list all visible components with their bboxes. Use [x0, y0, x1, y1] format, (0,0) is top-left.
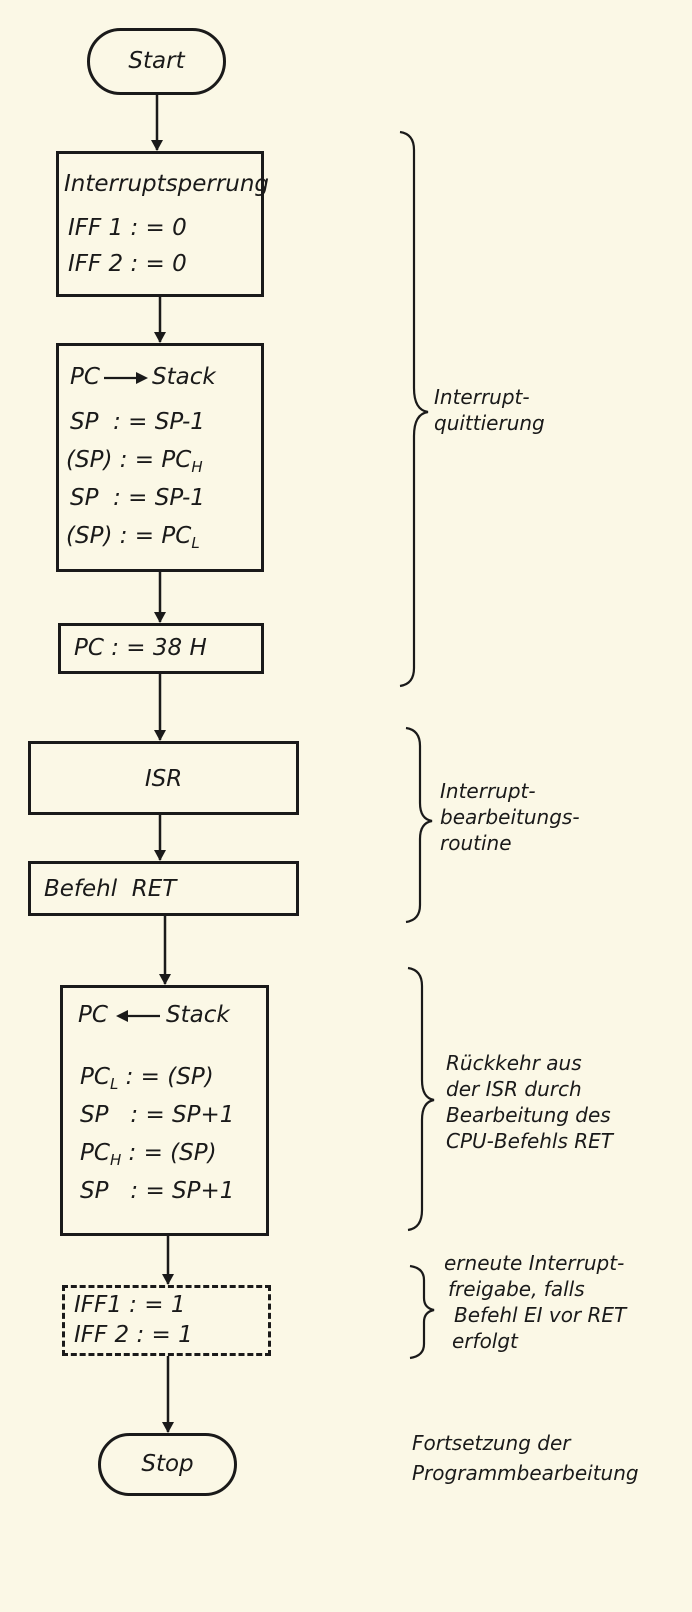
brace-freigabe: [409, 1264, 435, 1360]
stop-terminal: Stop: [98, 1433, 237, 1496]
interrupt-enable-box: [62, 1285, 271, 1356]
note-line: Interrupt-: [434, 385, 530, 409]
isr-label: ISR: [144, 766, 183, 792]
sp-decrement-1: SP : = SP-1: [70, 409, 205, 435]
note-line: freigabe, falls: [448, 1277, 585, 1301]
note-line: Rückkehr aus: [446, 1051, 582, 1075]
note-line: Fortsetzung der: [412, 1431, 571, 1455]
pc-load-label: PC : = 38 H: [74, 635, 207, 661]
note-line: quittierung: [434, 411, 545, 435]
sp-increment-2: SP : = SP+1: [80, 1178, 235, 1204]
stop-label: Stop: [141, 1451, 194, 1477]
start-label: Start: [128, 48, 185, 74]
note-line: CPU-Befehls RET: [446, 1129, 614, 1153]
note-interrupt-routine: Interrupt- bearbeitungs- routine: [440, 778, 580, 856]
note-line: Befehl EI vor RET: [454, 1303, 627, 1327]
note-freigabe: erneute Interrupt- freigabe, falls Befeh…: [444, 1250, 626, 1354]
note-line: erneute Interrupt-: [444, 1251, 625, 1275]
iff1-reset-label: IFF 1 : = 0: [68, 215, 187, 241]
iff2-reset-label: IFF 2 : = 0: [68, 251, 187, 277]
stack-label-2: Stack: [166, 1002, 230, 1028]
start-terminal: Start: [87, 28, 226, 95]
iff2-set-label: IFF 2 : = 1: [74, 1322, 193, 1348]
note-fortsetzung: Fortsetzung der Programmbearbeitung: [412, 1428, 639, 1488]
ret-command-label: Befehl RET: [44, 876, 177, 902]
push-pch-line: (SP) : = PCH: [66, 447, 203, 476]
pc-load-box: [58, 623, 264, 674]
brace-interrupt-quittierung: [399, 130, 429, 688]
pc-label: PC: [70, 364, 100, 390]
note-line: der ISR durch: [446, 1077, 582, 1101]
note-line: bearbeitungs-: [440, 805, 580, 829]
note-line: erfolgt: [452, 1329, 518, 1353]
sp-decrement-2: SP : = SP-1: [70, 485, 205, 511]
ret-command-box: [28, 861, 299, 916]
brace-rueckkehr: [407, 966, 435, 1232]
stack-label: Stack: [152, 364, 216, 390]
note-line: Interrupt-: [440, 779, 536, 803]
isr-box: [28, 741, 299, 815]
arrow-right-icon: [104, 372, 148, 384]
pop-pch-line: PCH : = (SP): [80, 1140, 217, 1169]
arrow-left-icon: [116, 1010, 160, 1022]
brace-interrupt-routine: [405, 726, 433, 924]
pc-label-2: PC: [78, 1002, 108, 1028]
push-pcl-line: (SP) : = PCL: [66, 523, 200, 552]
sp-increment-1: SP : = SP+1: [80, 1102, 235, 1128]
note-line: Bearbeitung des: [446, 1103, 611, 1127]
note-line: Programmbearbeitung: [412, 1461, 639, 1485]
pop-pcl-line: PCL : = (SP): [80, 1064, 214, 1093]
note-line: routine: [440, 831, 512, 855]
pc-pop-box: [60, 985, 269, 1236]
iff1-set-label: IFF1 : = 1: [74, 1292, 186, 1318]
note-interrupt-quittierung: Interrupt- quittierung: [434, 384, 545, 436]
interrupt-lock-label: Interruptsperrung: [64, 171, 270, 197]
note-rueckkehr: Rückkehr aus der ISR durch Bearbeitung d…: [446, 1050, 613, 1154]
interrupt-lock-box: [56, 151, 264, 297]
pc-push-box: [56, 343, 264, 572]
